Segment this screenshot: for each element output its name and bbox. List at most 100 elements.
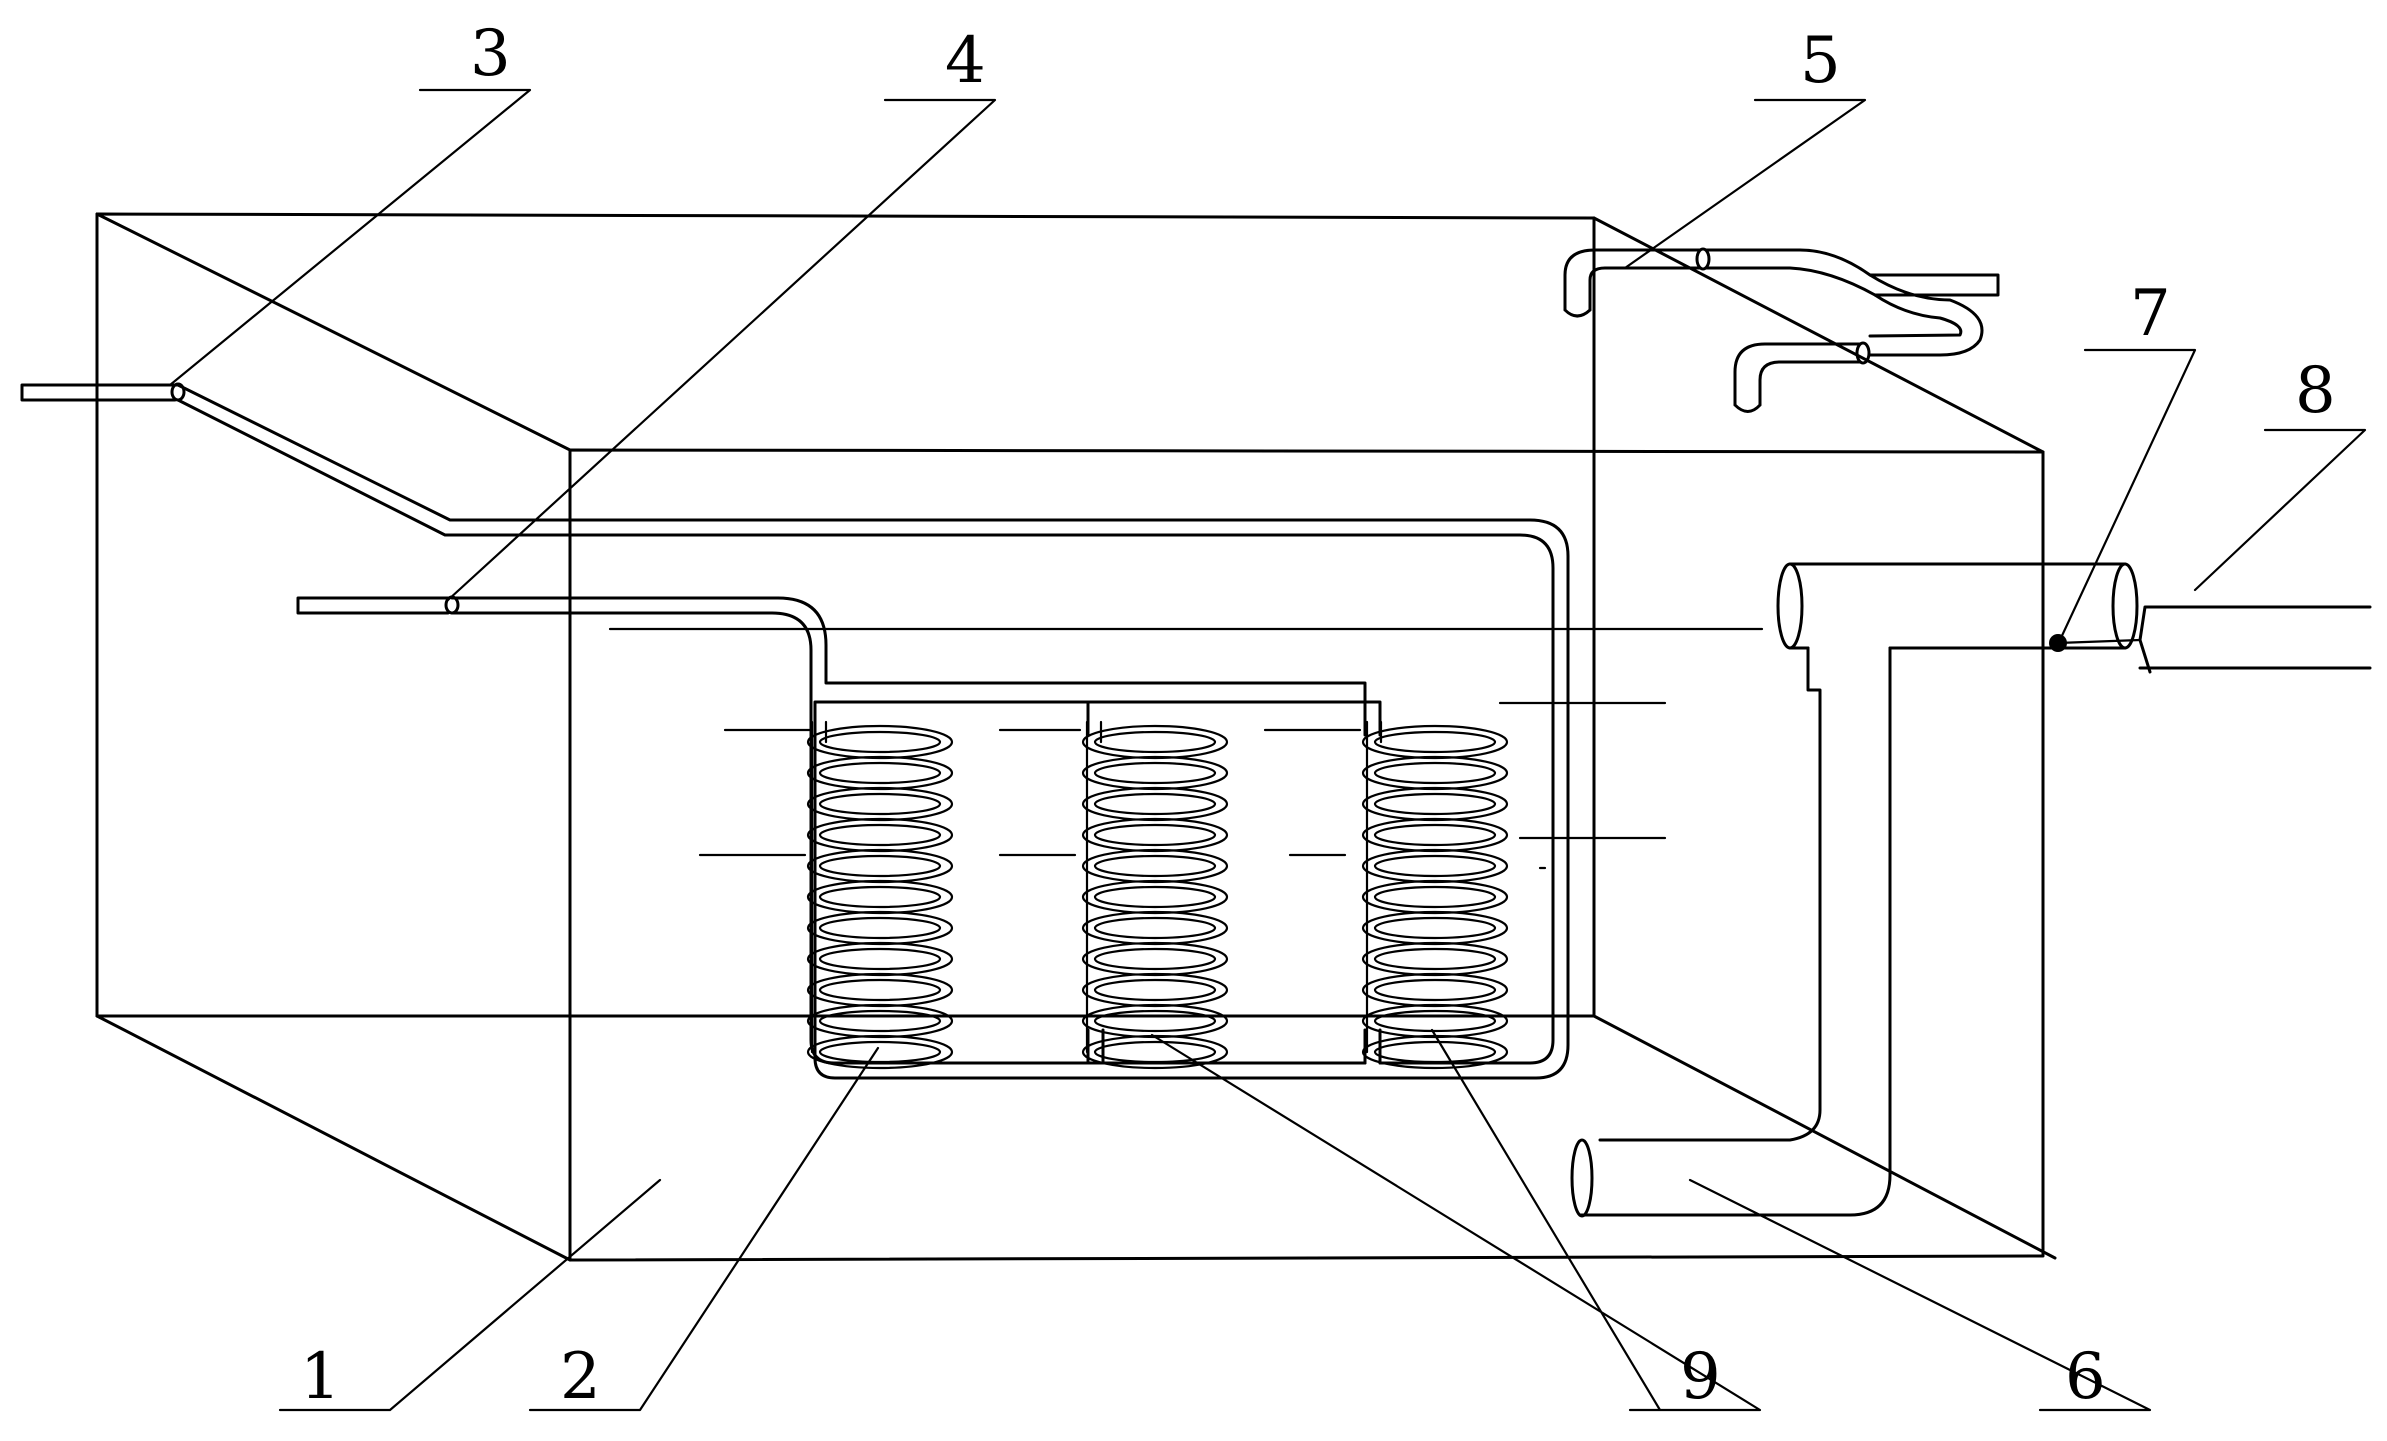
coil-turn (806, 786, 954, 822)
tank-edge-bottom-right (1592, 1014, 2057, 1260)
coil-turn (1361, 941, 1509, 977)
coil-turn (1081, 755, 1229, 791)
coil-turn-inner (1093, 885, 1217, 909)
coil-1 (806, 720, 954, 1070)
callout-4: 4 (945, 24, 986, 98)
coil-turn-inner (818, 761, 942, 785)
pipe7-left-opening (1776, 562, 1804, 650)
tank-back-face (95, 212, 1596, 1018)
coil-turn (1081, 879, 1229, 915)
coil-turn-inner (818, 854, 942, 878)
pipe5-run-back (1704, 248, 2000, 297)
coil-turn (1361, 910, 1509, 946)
coil-turn-inner (818, 916, 942, 940)
coil-2 (1081, 720, 1229, 1070)
pipe5-joint-back (1695, 247, 1711, 271)
leader-1 (278, 1178, 662, 1412)
heating-coils (806, 720, 1509, 1070)
leader-6 (1688, 1178, 2152, 1412)
coil-turn (806, 755, 954, 791)
overflow-pipe-6 (1570, 562, 2372, 1218)
coil-turn-inner (818, 730, 942, 754)
coil-turn-inner (818, 978, 942, 1002)
coil-turn (806, 910, 954, 946)
pipe3-run (176, 383, 1570, 1080)
coil-turn-inner (818, 1009, 942, 1033)
coil-turn (1361, 972, 1509, 1008)
coil-turn (1361, 786, 1509, 822)
coil-turn-inner (1373, 947, 1497, 971)
coil-turn (1361, 755, 1509, 791)
coil-turn (1361, 848, 1509, 884)
coil-riser (1365, 720, 1383, 1054)
pipe8-outlet (2138, 605, 2372, 674)
coil-turn-inner (1373, 854, 1497, 878)
pipe7-horizontal (1788, 562, 2127, 650)
pipe5-joint-front (1855, 341, 1871, 365)
coil-riser (1085, 720, 1103, 1054)
coil-turn-inner (818, 792, 942, 816)
coil-turn-inner (818, 947, 942, 971)
inlet-pipe-3 (20, 382, 1570, 1080)
pipe6-vertical (1578, 646, 1892, 1217)
leader-2 (528, 1046, 880, 1412)
pipe5-elbow-back (1563, 248, 1702, 318)
callout-9: 9 (1680, 1340, 1721, 1414)
coil-turn-inner (1093, 978, 1217, 1002)
coil-turn (806, 972, 954, 1008)
leader-8 (2193, 428, 2367, 592)
leader-4 (446, 98, 997, 602)
coil-turn (1081, 786, 1229, 822)
coil-turn-inner (1373, 730, 1497, 754)
pipe7-right-opening (2111, 562, 2139, 650)
leader-3 (168, 88, 532, 387)
leader-9 (1150, 1028, 1762, 1412)
leader-5 (1623, 98, 1867, 270)
coil-turn (806, 1034, 954, 1070)
coil-turn (1361, 1003, 1509, 1039)
coil-turn-inner (818, 885, 942, 909)
coil-turn-inner (1093, 792, 1217, 816)
inlet-pipe-4 (296, 595, 1382, 1065)
tank-edge-top-right (1592, 216, 2045, 454)
coil-turn (1361, 879, 1509, 915)
callout-7: 7 (2130, 277, 2171, 351)
coil-turn-inner (1093, 947, 1217, 971)
hidden-line-coil-mid (698, 836, 1667, 870)
coil-turn-inner (1373, 885, 1497, 909)
coil-turn-inner (1093, 854, 1217, 878)
callout-1: 1 (300, 1340, 341, 1414)
pipe3-outer-left (20, 383, 180, 402)
tank-edge-bottom-left (95, 1014, 572, 1262)
tank-edge-top-left (95, 212, 572, 452)
coil-turn-inner (818, 1040, 942, 1064)
coil-turn-inner (1373, 978, 1497, 1002)
coil-turn-inner (1093, 1040, 1217, 1064)
coil-turn-inner (1093, 823, 1217, 847)
hidden-line-coil-top (723, 701, 1667, 732)
pipe-junction-link (2056, 638, 2142, 645)
coil-turn (1361, 817, 1509, 853)
pipe5-loop (1868, 273, 1984, 357)
callout-5: 5 (1800, 24, 1841, 98)
coil-turn (1081, 910, 1229, 946)
coil-turn (1081, 941, 1229, 977)
coil-turn-inner (1373, 761, 1497, 785)
coil-turn-inner (1373, 1009, 1497, 1033)
coil-turn (806, 879, 954, 915)
coil-turn (806, 817, 954, 853)
coil-turn-inner (1373, 1040, 1497, 1064)
coil-turn (1081, 724, 1229, 760)
leader-7 (2058, 348, 2197, 642)
coil-turn (806, 941, 954, 977)
coil-turn-inner (1373, 792, 1497, 816)
callout-6: 6 (2065, 1340, 2106, 1414)
callout-labels: 1 2 3 4 5 6 7 8 9 (300, 17, 2336, 1414)
coil-turn-inner (1093, 1009, 1217, 1033)
outlet-pipe-5 (1563, 247, 2000, 413)
tank-front-face (568, 448, 2045, 1262)
callout-2: 2 (560, 1340, 601, 1414)
coil-turn (1081, 848, 1229, 884)
